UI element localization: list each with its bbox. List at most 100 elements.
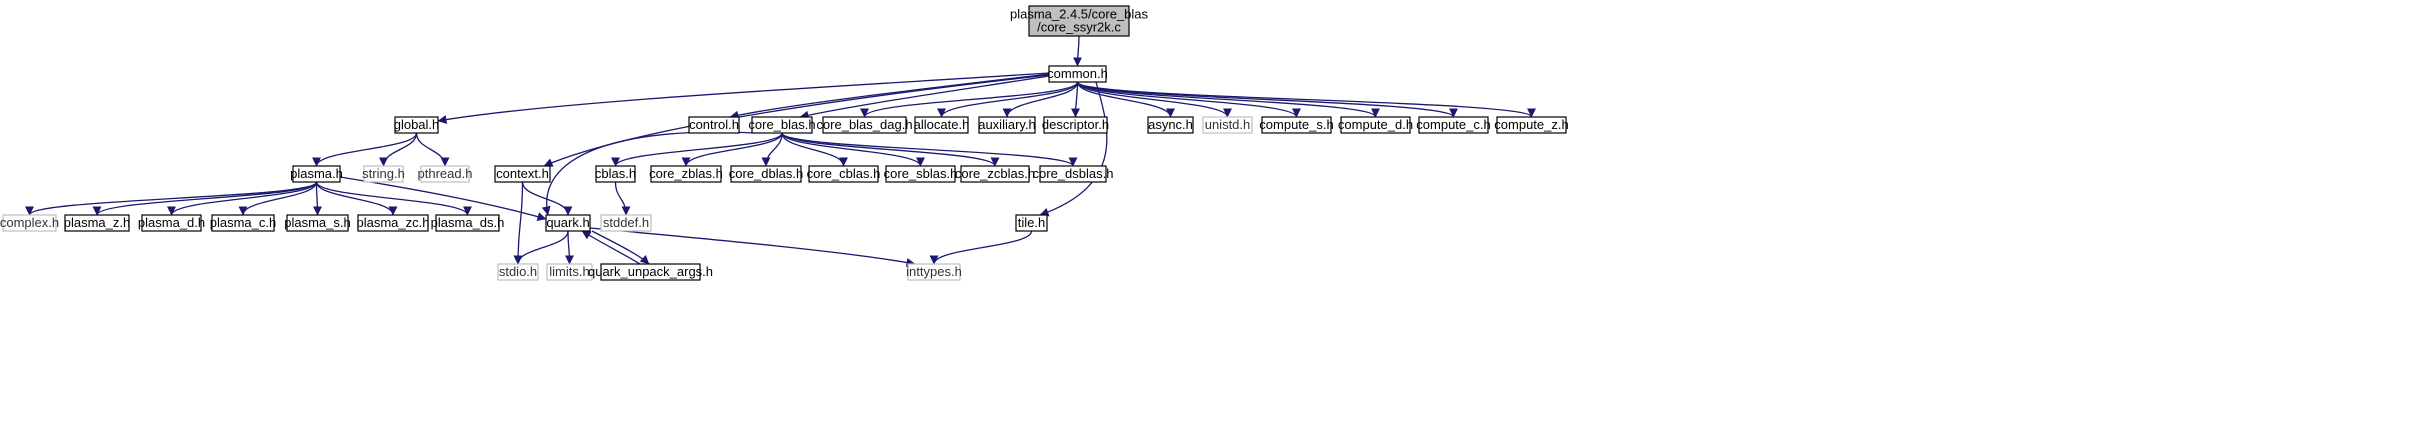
node-compute-z[interactable]: compute_z.h (1494, 116, 1569, 134)
edge-plasma-to-plasma_c (238, 181, 318, 216)
node-descriptor[interactable]: descriptor.h (1042, 116, 1109, 134)
node-control[interactable]: control.h (688, 116, 740, 134)
node-complex: complex.h (0, 214, 59, 232)
node-async[interactable]: async.h (1147, 116, 1194, 134)
edge-common-to-compute_s (1076, 81, 1301, 118)
node-label: compute_d.h (1338, 117, 1413, 132)
node-limits: limits.h (546, 263, 593, 281)
node-compute-d[interactable]: compute_d.h (1338, 116, 1413, 134)
edge-context-to-stdio (513, 181, 524, 265)
node-label: plasma_ds.h (431, 215, 505, 230)
edge-common-to-compute_d (1076, 81, 1380, 118)
node-cblas[interactable]: cblas.h (595, 165, 636, 183)
edge-common-to-allocate (937, 81, 1079, 118)
node-core-blas-dag[interactable]: core_blas_dag.h (816, 116, 913, 134)
edge-core_blas-to-core_dblas (761, 132, 783, 167)
node-box (808, 165, 879, 183)
node-core-blas[interactable]: core_blas.h (748, 116, 816, 134)
node-stdio: stdio.h (497, 263, 539, 281)
node-core-cblas[interactable]: core_cblas.h (807, 165, 881, 183)
edge-common-to-core_blas (799, 75, 1050, 120)
node-box (1147, 116, 1194, 134)
node-plasma[interactable]: plasma.h (290, 165, 343, 183)
edge-plasma-to-plasma_zc (315, 181, 398, 216)
node-plasma-z[interactable]: plasma_z.h (64, 214, 130, 232)
node-plasma-c[interactable]: plasma_c.h (210, 214, 276, 232)
node-global[interactable]: global.h (394, 116, 440, 134)
node-context[interactable]: context.h (494, 165, 551, 183)
node-tile[interactable]: tile.h (1015, 214, 1048, 232)
node-auxiliary[interactable]: auxiliary.h (978, 116, 1036, 134)
node-box (1340, 116, 1411, 134)
edge-quark_unpack_args-to-quark (581, 230, 641, 265)
node-root[interactable]: plasma_2.4.5/core_blas/core_ssyr2k.c (1010, 5, 1149, 37)
node-box (292, 165, 341, 183)
node-core-dblas[interactable]: core_dblas.h (729, 165, 803, 183)
edge-core_blas-to-core_zcblas (781, 132, 1000, 167)
node-label: core_blas_dag.h (816, 117, 912, 132)
edge-plasma-to-complex (25, 181, 318, 216)
node-compute-s[interactable]: compute_s.h (1259, 116, 1334, 134)
node-label: auxiliary.h (978, 117, 1036, 132)
node-label: core_sblas.h (884, 166, 958, 181)
node-box (1039, 165, 1107, 183)
edge-root-to-common (1073, 35, 1083, 67)
edge-common-to-compute_c (1076, 81, 1458, 118)
edge-core_blas-to-core_zblas (681, 132, 783, 167)
node-label: plasma_z.h (64, 215, 130, 230)
node-label: descriptor.h (1042, 117, 1109, 132)
node-stddef: stddef.h (600, 214, 652, 232)
edge-quark-to-quark_unpack_args (591, 230, 650, 265)
edge-common-to-auxiliary (1002, 81, 1079, 118)
edge-plasma-to-plasma_d (167, 181, 318, 216)
node-label: plasma_c.h (210, 215, 276, 230)
node-quark-unpack-args[interactable]: quark_unpack_args.h (588, 263, 713, 281)
node-core-sblas[interactable]: core_sblas.h (884, 165, 958, 183)
node-box (1048, 65, 1107, 83)
node-box (822, 116, 907, 134)
node-box (1202, 116, 1253, 134)
edge-plasma-to-plasma_z (92, 181, 318, 216)
edge-global-to-plasma (312, 132, 418, 167)
edge-core_blas-to-cblas (611, 132, 783, 167)
node-plasma-s[interactable]: plasma_s.h (284, 214, 351, 232)
node-core-zcblas[interactable]: core_zcblas.h (955, 165, 1035, 183)
node-allocate[interactable]: allocate.h (914, 116, 970, 134)
node-inttypes: inttypes.h (906, 263, 962, 281)
edge-core_blas-to-core_dsblas (781, 132, 1078, 167)
node-label: quark_unpack_args.h (588, 264, 713, 279)
node-box (751, 116, 813, 134)
node-string: string.h (362, 165, 405, 183)
node-label: core_zcblas.h (955, 166, 1035, 181)
node-label: compute_z.h (1494, 117, 1568, 132)
node-box (363, 165, 404, 183)
node-box (494, 165, 551, 183)
node-plasma-d[interactable]: plasma_d.h (138, 214, 205, 232)
edge-common-to-core_blas_dag (860, 81, 1079, 118)
node-label: cblas.h (595, 166, 636, 181)
node-label: allocate.h (914, 117, 970, 132)
edge-core_blas-to-core_cblas (781, 132, 848, 167)
node-compute-c[interactable]: compute_c.h (1416, 116, 1491, 134)
node-common[interactable]: common.h (1047, 65, 1108, 83)
node-core-zblas[interactable]: core_zblas.h (649, 165, 723, 183)
node-box (1043, 116, 1108, 134)
node-quark[interactable]: quark.h (545, 214, 591, 232)
node-label: common.h (1047, 66, 1108, 81)
node-label: core_cblas.h (807, 166, 881, 181)
node-unistd: unistd.h (1202, 116, 1253, 134)
node-label: string.h (362, 166, 405, 181)
node-core-dsblas[interactable]: core_dsblas.h (1033, 165, 1114, 183)
node-box (1015, 214, 1048, 232)
edge-common-to-unistd (1076, 81, 1232, 118)
edge-cblas-to-stddef (614, 181, 631, 216)
edge-plasma-to-plasma_s (312, 181, 322, 216)
node-box (497, 263, 539, 281)
node-plasma-zc[interactable]: plasma_zc.h (357, 214, 430, 232)
node-label: pthread.h (418, 166, 473, 181)
node-label: plasma.h (290, 166, 343, 181)
node-label: plasma_d.h (138, 215, 205, 230)
node-plasma-ds[interactable]: plasma_ds.h (431, 214, 505, 232)
node-box (420, 165, 470, 183)
